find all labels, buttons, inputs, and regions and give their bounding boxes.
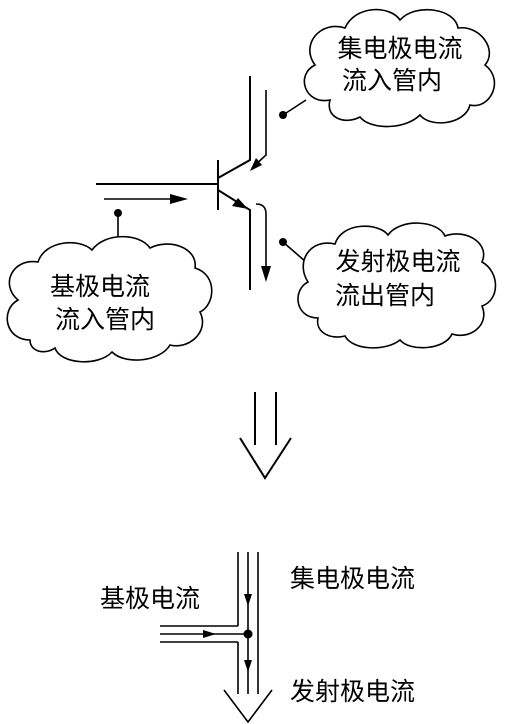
- collector-current-arrowhead: [250, 158, 262, 171]
- base-cloud: [6, 235, 213, 363]
- collector-current-label: 集电极电流: [290, 564, 415, 593]
- emitter-current-arrow: [255, 203, 267, 272]
- junction-dot: [243, 629, 253, 639]
- transition-arrow-head: [239, 437, 292, 480]
- emitter-output-arrowhead: [223, 689, 273, 724]
- collector-flow-arrowhead: [244, 594, 252, 606]
- collector-cloud: [303, 8, 496, 128]
- emitter-callout-line1: 发射极电流: [335, 247, 460, 276]
- emitter-lead: [217, 189, 251, 290]
- transition-arrow: [239, 392, 292, 480]
- collector-leader: [282, 99, 307, 116]
- emitter-cloud: [297, 222, 497, 349]
- collector-lead: [217, 76, 251, 179]
- base-current-arrowhead: [170, 194, 188, 204]
- collector-callout: 集电极电流 流入管内: [303, 8, 496, 128]
- base-callout-line1: 基极电流: [50, 272, 150, 301]
- base-leader-dot: [114, 209, 122, 217]
- emitter-current-arrowhead: [261, 266, 271, 282]
- base-current-label: 基极电流: [100, 584, 200, 613]
- emitter-flow-arrowhead: [244, 660, 252, 672]
- emitter-leader: [282, 241, 307, 263]
- base-flow-arrowhead: [203, 630, 216, 638]
- emitter-arrowhead: [232, 198, 248, 209]
- emitter-current-label: 发射极电流: [290, 677, 415, 706]
- collector-leader-dot: [279, 111, 287, 119]
- collector-current-arrow: [251, 90, 267, 169]
- collector-callout-line2: 流入管内: [342, 66, 442, 95]
- current-model: 集电极电流 基极电流 发射极电流: [100, 552, 415, 724]
- base-callout-line2: 流入管内: [55, 305, 155, 334]
- emitter-callout: 发射极电流 流出管内: [297, 222, 497, 349]
- emitter-callout-line2: 流出管内: [335, 281, 435, 310]
- callout-leaders: [114, 99, 307, 263]
- emitter-leader-dot: [279, 238, 287, 246]
- base-callout: 基极电流 流入管内: [6, 235, 213, 363]
- current-flow-arrows: [104, 90, 271, 282]
- collector-callout-line1: 集电极电流: [337, 34, 462, 63]
- transistor-symbol: [96, 76, 251, 290]
